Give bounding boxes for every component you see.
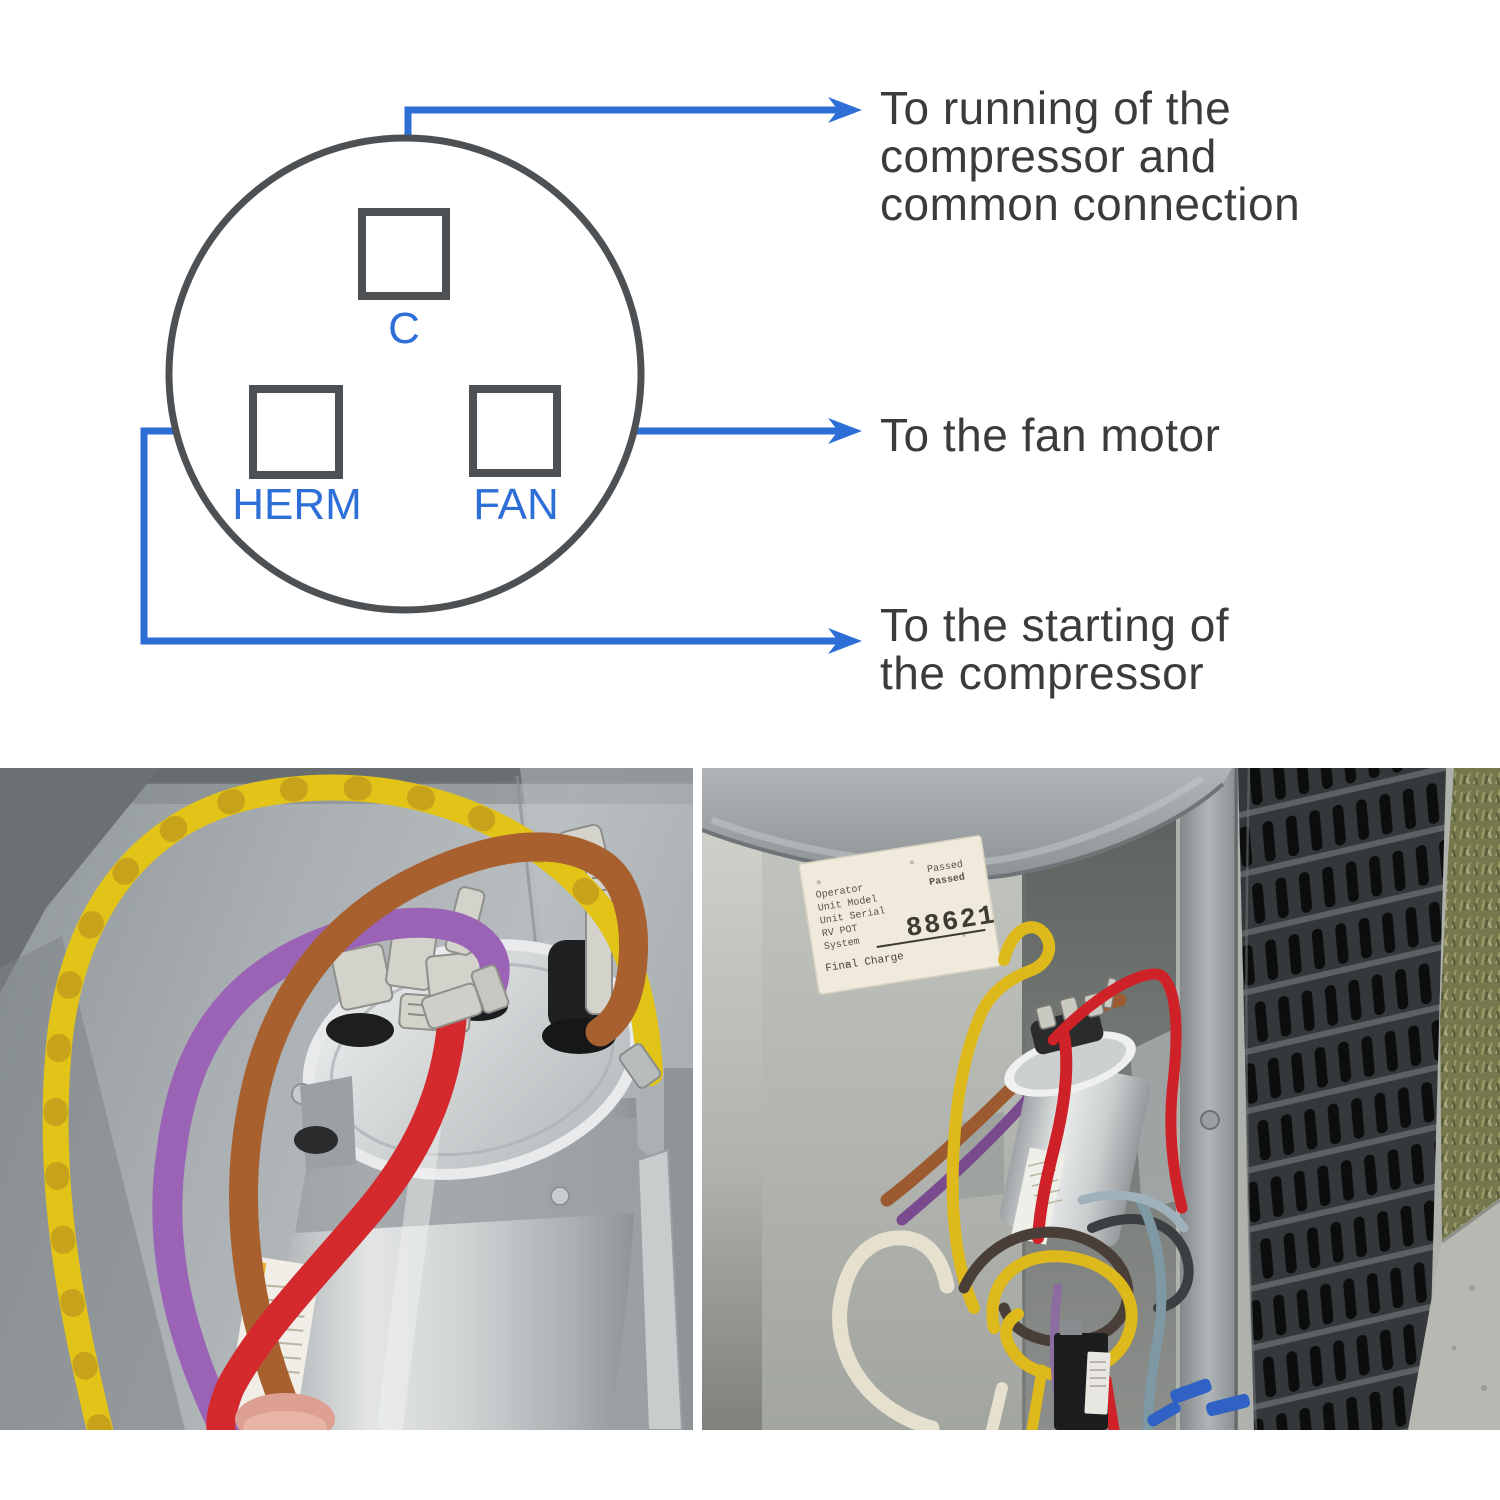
terminal-c-label: C [388,304,420,353]
yellow-wire [42,774,663,1430]
sticker-status: Passed [926,859,963,876]
red-wire [1032,1030,1073,1244]
sticker-speckles [816,860,966,966]
unit-sticker: Operator Unit Model Unit Serial RV POT S… [798,835,1002,995]
post-bolt [1200,1110,1220,1130]
grass [1440,768,1500,1242]
rivet [550,1186,570,1206]
contactor-label [1084,1351,1111,1415]
yellow-wire [946,921,1056,1314]
coil-edge-highlight [1245,768,1258,1430]
corner-post [1180,768,1238,1430]
terminal-c-square [358,208,450,300]
capacitor-wiring-diagram: C HERM FAN [140,97,862,654]
condenser-coil-louvers [1238,768,1446,1430]
annotation-starting-compressor: To the starting of the compressor [880,599,1230,699]
side-tab [300,1076,356,1170]
pad-speckles [1451,1285,1487,1391]
pad-edge [1441,1198,1500,1244]
photo-capacitor-closeup [0,768,693,1430]
blue-wire-connectors [1147,1378,1250,1427]
arrowhead-icon [828,418,862,444]
arrowhead-icon [828,628,862,654]
contactor-terminal [1060,1320,1082,1335]
arrowhead-icon [828,97,862,123]
top-cap-highlight [710,775,1205,867]
terminal-fan-label: FAN [473,480,559,529]
yellow-wire-grime [43,775,614,1430]
contactor [1054,1320,1111,1430]
red-wire [206,1005,467,1430]
capacitor-bracket-right [1130,1030,1180,1210]
photo-ac-unit: Operator Unit Model Unit Serial RV POT S… [702,768,1500,1430]
top-cap-edge [702,782,1225,881]
purple-wire [152,907,510,1430]
black-wire-loop [1087,1214,1194,1313]
mounting-bracket [636,1148,684,1430]
brown-wire [229,832,649,1430]
concrete-pad [1408,1198,1500,1430]
slate-wire [1135,1195,1167,1430]
red-wire-upper [1047,968,1188,1214]
finger-highlight [243,1411,327,1430]
terminal-herm-label: HERM [232,480,362,529]
capacitor-outline-circle [165,134,645,614]
white-wire [832,1230,955,1430]
white-strand [986,1382,1008,1430]
sticker-paper [798,835,1002,995]
side-clip [294,1126,338,1154]
sticker-status: Passed [928,871,965,888]
contactor-label-lines [1090,1361,1106,1387]
red-wire-crimp [420,982,484,1030]
corner-panel-dark [0,768,160,993]
yellow-wire-loop [986,1250,1138,1381]
wire-ferrule [618,1043,662,1089]
terminal-fan-square [469,385,561,477]
annotation-running-common: To running of the compressor and common … [880,82,1301,230]
annotation-fan-motor: To the fan motor [880,409,1221,461]
serial-underline [876,928,986,949]
gray-blue-wire [1077,1190,1189,1233]
terminal-herm-square [249,385,343,479]
terminal-base [326,1013,394,1047]
